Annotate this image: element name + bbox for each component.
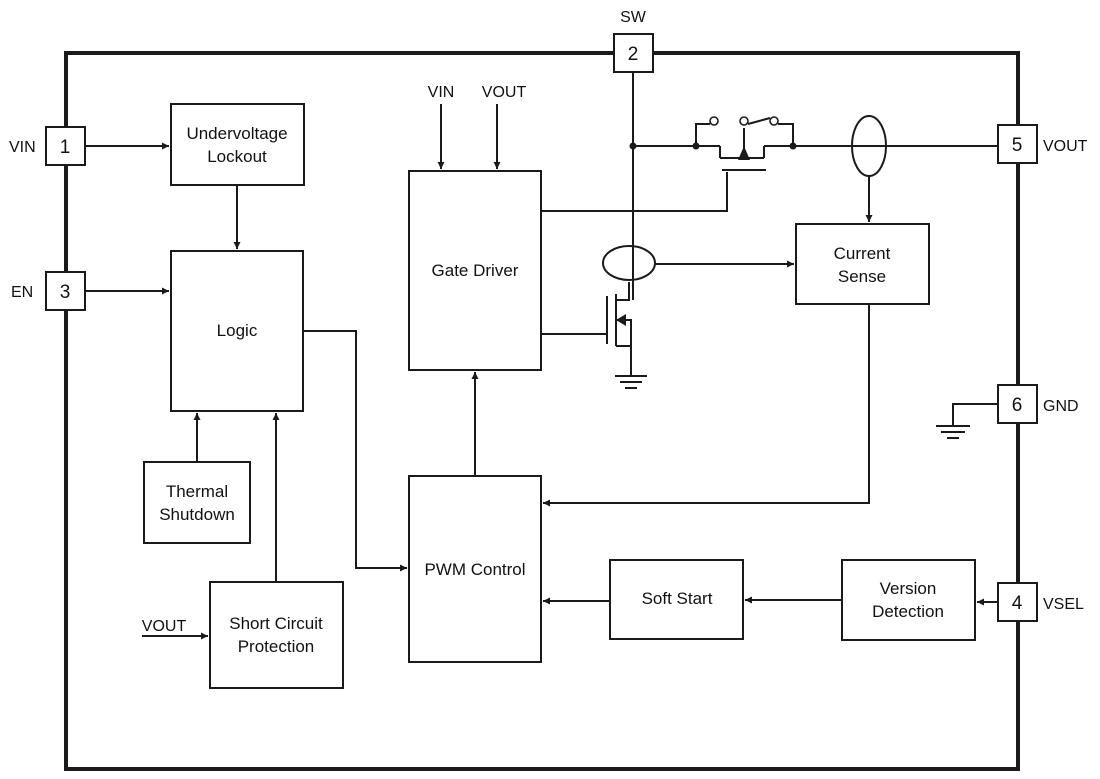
block-current-sense: Current Sense [795,223,930,305]
block-logic-label: Logic [217,321,258,340]
block-scp-line1: Short Circuit [229,614,323,633]
pin-vsel-name: VSEL [1043,596,1084,613]
gate-driver-vout-label: VOUT [482,84,527,101]
block-thermal-line2: Shutdown [159,505,235,524]
pin-gnd-name: GND [1043,398,1079,415]
pin-sw: 2 SW [613,9,654,73]
block-pwm-label: PWM Control [424,560,525,579]
block-version-detection: Version Detection [841,559,976,641]
block-gate-driver-label: Gate Driver [432,261,519,280]
scp-vout-label: VOUT [142,618,187,635]
block-current-sense-line2: Sense [838,267,886,286]
block-soft-start: Soft Start [609,559,744,640]
wire-gate-driver-to-high-side [541,172,728,212]
wire-current-sense-to-pwm [543,304,870,507]
block-short-circuit-protection: Short Circuit Protection [209,581,344,689]
pin-vin-name: VIN [9,139,36,156]
gate-driver-vin-label: VIN [428,84,455,101]
pin-gnd-number: 6 [1012,395,1023,416]
current-sense-loop-low-side [602,245,656,281]
block-thermal-line1: Thermal [166,482,228,501]
pin-vin-number: 1 [60,137,71,158]
block-current-sense-line1: Current [834,244,891,263]
block-soft-start-label: Soft Start [642,589,713,608]
pin-en: 3 EN [11,271,86,311]
block-thermal-shutdown: Thermal Shutdown [143,461,251,544]
block-scp-line2: Protection [238,637,315,656]
pin-sw-name: SW [620,9,647,26]
pin-sw-number: 2 [628,44,639,65]
wire-logic-to-pwm [303,330,407,572]
block-logic: Logic [170,250,304,412]
pin-vout: 5 VOUT [997,124,1088,164]
low-side-mosfet [606,282,632,376]
block-gate-driver: Gate Driver [408,170,542,371]
pin-vsel: 4 VSEL [997,582,1084,622]
high-side-mosfet [692,116,797,171]
block-uvlo-line1: Undervoltage [186,124,287,143]
pin-en-number: 3 [60,282,71,303]
block-pwm-control: PWM Control [408,475,542,663]
block-uvlo: Undervoltage Lockout [170,103,305,186]
pin-vout-number: 5 [1012,135,1023,156]
junction-sw [629,142,637,150]
block-version-line2: Detection [872,602,944,621]
block-version-line1: Version [880,579,937,598]
ground-symbol-low-side [615,375,647,389]
ground-symbol-gnd-pin [936,403,998,439]
pin-vin: 1 VIN [9,126,86,166]
block-uvlo-line2: Lockout [207,147,267,166]
pin-vout-name: VOUT [1043,138,1088,155]
pin-en-name: EN [11,284,33,301]
pin-vsel-number: 4 [1012,593,1023,614]
pin-gnd: 6 GND [997,384,1079,424]
